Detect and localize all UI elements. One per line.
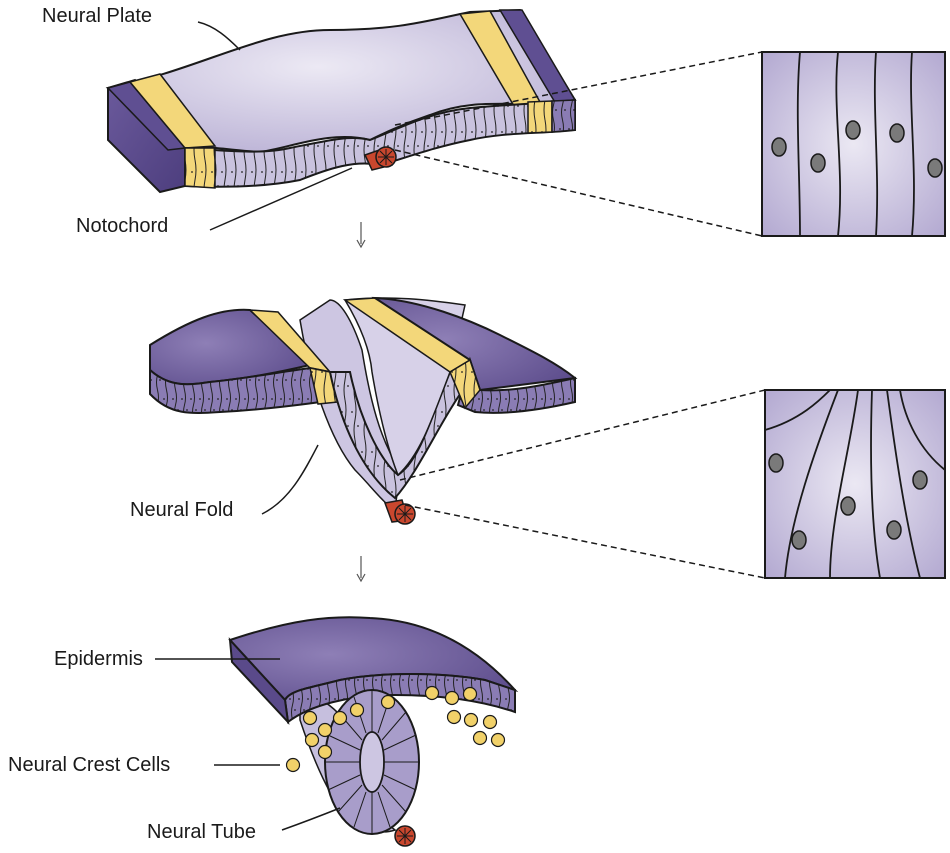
leader-neural-plate	[198, 22, 240, 50]
arrow-down-2	[357, 556, 365, 581]
neural-border-left-front	[185, 148, 215, 188]
crest-cell	[446, 692, 459, 705]
nucleus	[792, 531, 806, 549]
nucleus	[913, 471, 927, 489]
label-neural-plate: Neural Plate	[42, 5, 152, 27]
crest-cell	[448, 711, 461, 724]
nucleus	[928, 159, 942, 177]
label-epidermis: Epidermis	[54, 648, 143, 670]
neural-fold-stage	[150, 298, 575, 524]
nucleus	[772, 138, 786, 156]
crest-cell	[334, 712, 347, 725]
nucleus	[890, 124, 904, 142]
leader-neural-fold	[262, 445, 318, 514]
arrow-down-1	[357, 222, 365, 247]
leader-neural-tube	[282, 808, 340, 830]
label-notochord: Notochord	[76, 215, 168, 237]
nucleus	[769, 454, 783, 472]
neural-canal	[360, 732, 384, 792]
zoom-box-neural-fold	[400, 390, 945, 578]
nucleus	[887, 521, 901, 539]
crest-cell	[492, 734, 505, 747]
neural-border-right-front	[528, 101, 552, 133]
nucleus	[841, 497, 855, 515]
nucleus	[811, 154, 825, 172]
crest-cell	[426, 687, 439, 700]
crest-cell	[465, 714, 478, 727]
crest-cell	[304, 712, 317, 725]
crest-cell	[382, 696, 395, 709]
crest-cell	[351, 704, 364, 717]
epidermis-right-front	[552, 100, 575, 132]
crest-cell	[306, 734, 319, 747]
crest-cell	[484, 716, 497, 729]
crest-cell	[319, 746, 332, 759]
crest-cell	[464, 688, 477, 701]
label-neural-crest-cells: Neural Crest Cells	[8, 754, 170, 776]
crest-cell	[287, 759, 300, 772]
label-neural-fold: Neural Fold	[130, 499, 233, 521]
notochord-2	[385, 500, 415, 524]
nucleus	[846, 121, 860, 139]
neural-plate-stage	[108, 10, 575, 192]
crest-cell	[474, 732, 487, 745]
notochord-3	[395, 826, 415, 846]
crest-cell	[319, 724, 332, 737]
label-neural-tube: Neural Tube	[147, 821, 256, 843]
neural-tube-stage	[230, 617, 515, 846]
